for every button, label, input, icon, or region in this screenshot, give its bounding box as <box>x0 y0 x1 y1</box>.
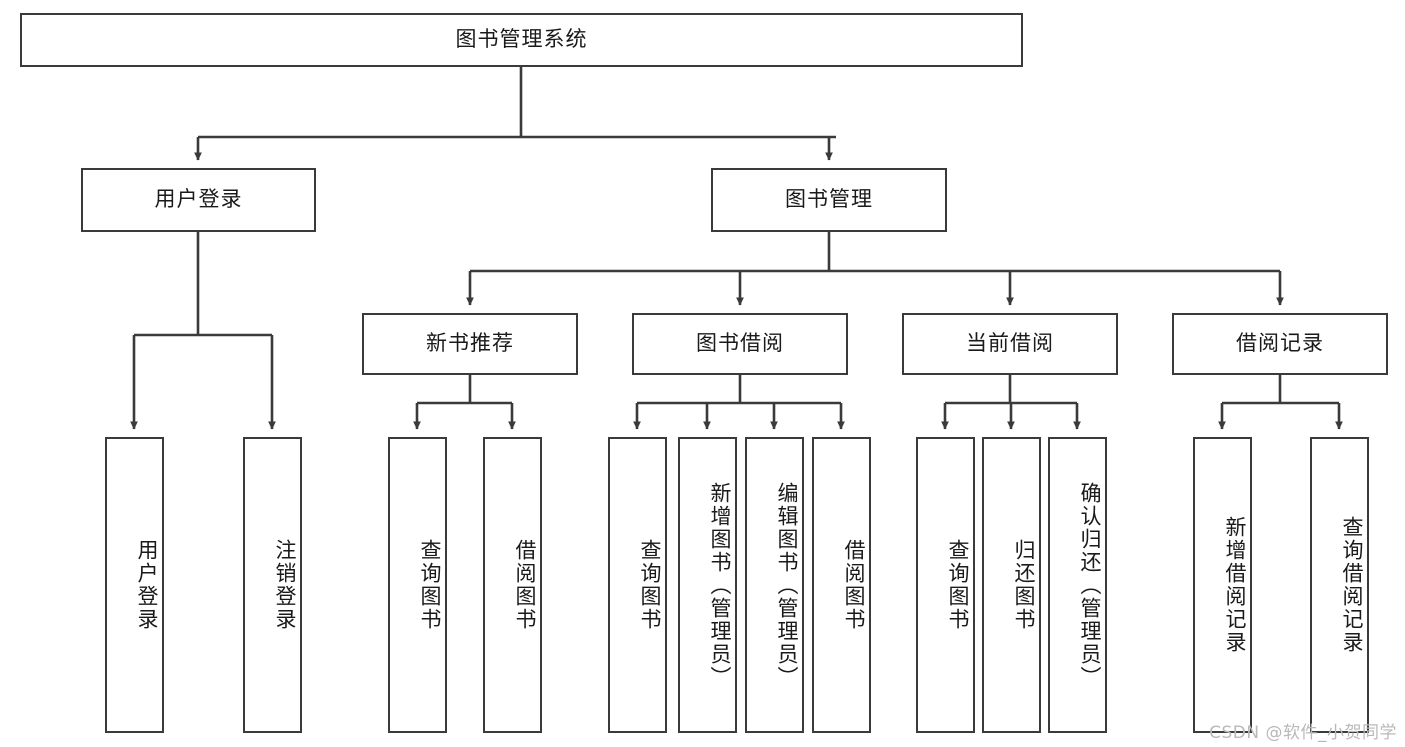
node-leaf-query-books-borrow-label: 查询图书 <box>638 539 662 631</box>
node-book-management-label: 图书管理 <box>785 187 873 212</box>
node-leaf-user-login-label: 用户登录 <box>135 539 159 631</box>
node-leaf-confirm-return-admin[interactable]: 确认归还（管理员） <box>1048 437 1107 733</box>
node-leaf-borrow-books[interactable]: 借阅图书 <box>812 437 871 733</box>
node-leaf-add-book-admin[interactable]: 新增图书（管理员） <box>678 437 737 733</box>
node-book-borrowing-label: 图书借阅 <box>696 331 784 356</box>
node-leaf-confirm-return-admin-label: 确认归还（管理员） <box>1078 481 1102 689</box>
node-borrowing-records[interactable]: 借阅记录 <box>1172 313 1388 375</box>
node-leaf-query-borrow-record-label: 查询借阅记录 <box>1340 516 1364 654</box>
node-book-borrowing[interactable]: 图书借阅 <box>632 313 848 375</box>
node-user-login-label: 用户登录 <box>154 187 243 212</box>
node-leaf-query-books-new-label: 查询图书 <box>418 539 442 631</box>
node-leaf-return-books[interactable]: 归还图书 <box>982 437 1041 733</box>
node-book-management[interactable]: 图书管理 <box>711 168 947 232</box>
node-leaf-add-borrow-record[interactable]: 新增借阅记录 <box>1193 437 1252 733</box>
node-leaf-return-books-label: 归还图书 <box>1012 539 1036 631</box>
csdn-watermark: CSDN @软件_小贺同学 <box>1209 723 1397 743</box>
node-current-borrowing-label: 当前借阅 <box>966 331 1054 356</box>
node-leaf-query-borrow-record[interactable]: 查询借阅记录 <box>1310 437 1369 733</box>
node-leaf-edit-book-admin-label: 编辑图书（管理员） <box>775 481 799 689</box>
node-leaf-borrow-books-new[interactable]: 借阅图书 <box>483 437 542 733</box>
node-new-book-recommendation[interactable]: 新书推荐 <box>362 313 578 375</box>
node-leaf-borrow-books-new-label: 借阅图书 <box>513 539 537 631</box>
node-borrowing-records-label: 借阅记录 <box>1236 331 1324 356</box>
node-user-login[interactable]: 用户登录 <box>81 168 316 232</box>
node-leaf-query-books-borrow[interactable]: 查询图书 <box>608 437 667 733</box>
node-current-borrowing[interactable]: 当前借阅 <box>902 313 1118 375</box>
node-leaf-logout[interactable]: 注销登录 <box>243 437 302 733</box>
node-leaf-edit-book-admin[interactable]: 编辑图书（管理员） <box>745 437 804 733</box>
node-new-book-recommendation-label: 新书推荐 <box>426 331 514 356</box>
node-leaf-query-books-current-label: 查询图书 <box>946 539 970 631</box>
node-leaf-add-borrow-record-label: 新增借阅记录 <box>1223 516 1247 654</box>
node-leaf-user-login[interactable]: 用户登录 <box>105 437 164 733</box>
node-leaf-add-book-admin-label: 新增图书（管理员） <box>708 481 732 689</box>
node-leaf-query-books-current[interactable]: 查询图书 <box>916 437 975 733</box>
node-root-label: 图书管理系统 <box>455 27 588 52</box>
node-leaf-borrow-books-label: 借阅图书 <box>842 539 866 631</box>
node-leaf-query-books-new[interactable]: 查询图书 <box>388 437 447 733</box>
node-leaf-logout-label: 注销登录 <box>273 539 297 631</box>
node-root-book-management-system[interactable]: 图书管理系统 <box>20 13 1023 67</box>
